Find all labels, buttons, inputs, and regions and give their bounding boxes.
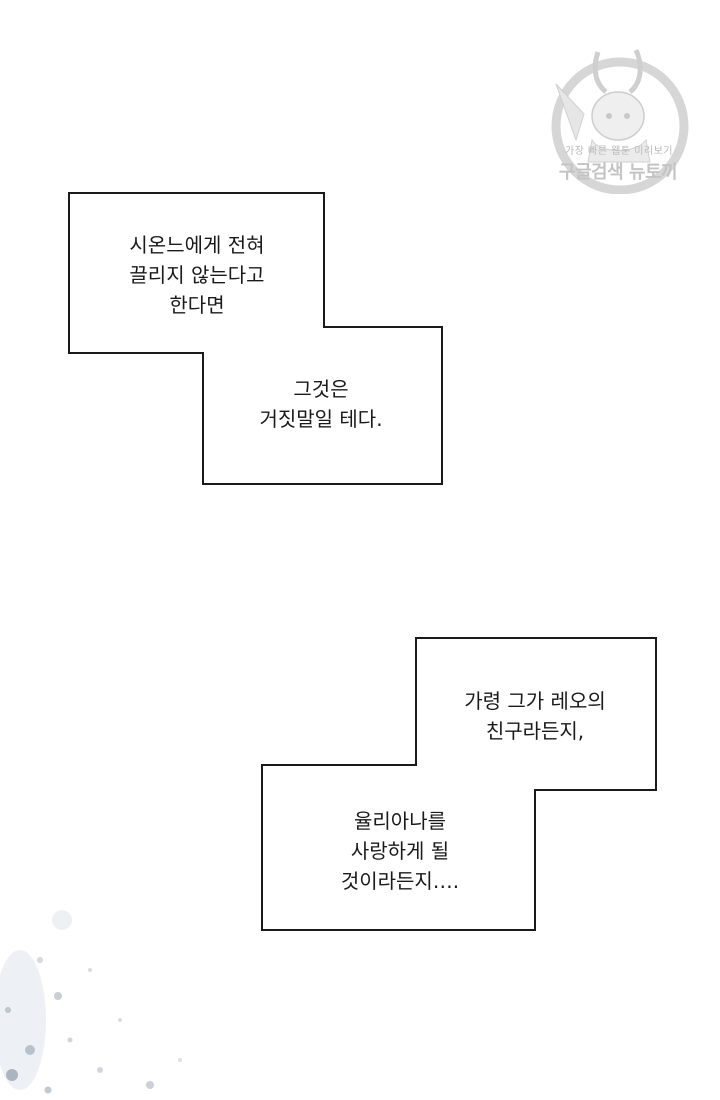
sparkle-dust-decoration: [0, 910, 182, 1094]
caption-box-lower: [261, 637, 657, 931]
caption-text-2: 그것은 거짓말일 테다.: [259, 377, 383, 431]
caption-text-1: 시온느에게 전혀 끌리지 않는다고 한다면: [129, 233, 265, 317]
watermark-tagline: 가장 빠른 웹툰 미리보기: [564, 146, 674, 157]
caption-box-upper: [68, 192, 443, 485]
watermark-site-name: 구글검색 뉴토끼: [558, 162, 678, 183]
caption-text-4: 율리아나를 사랑하게 될 것이라든지….: [340, 809, 460, 893]
caption-text-3: 가령 그가 레오의 친구라든지,: [464, 689, 606, 743]
watermark-logo: [551, 48, 689, 194]
